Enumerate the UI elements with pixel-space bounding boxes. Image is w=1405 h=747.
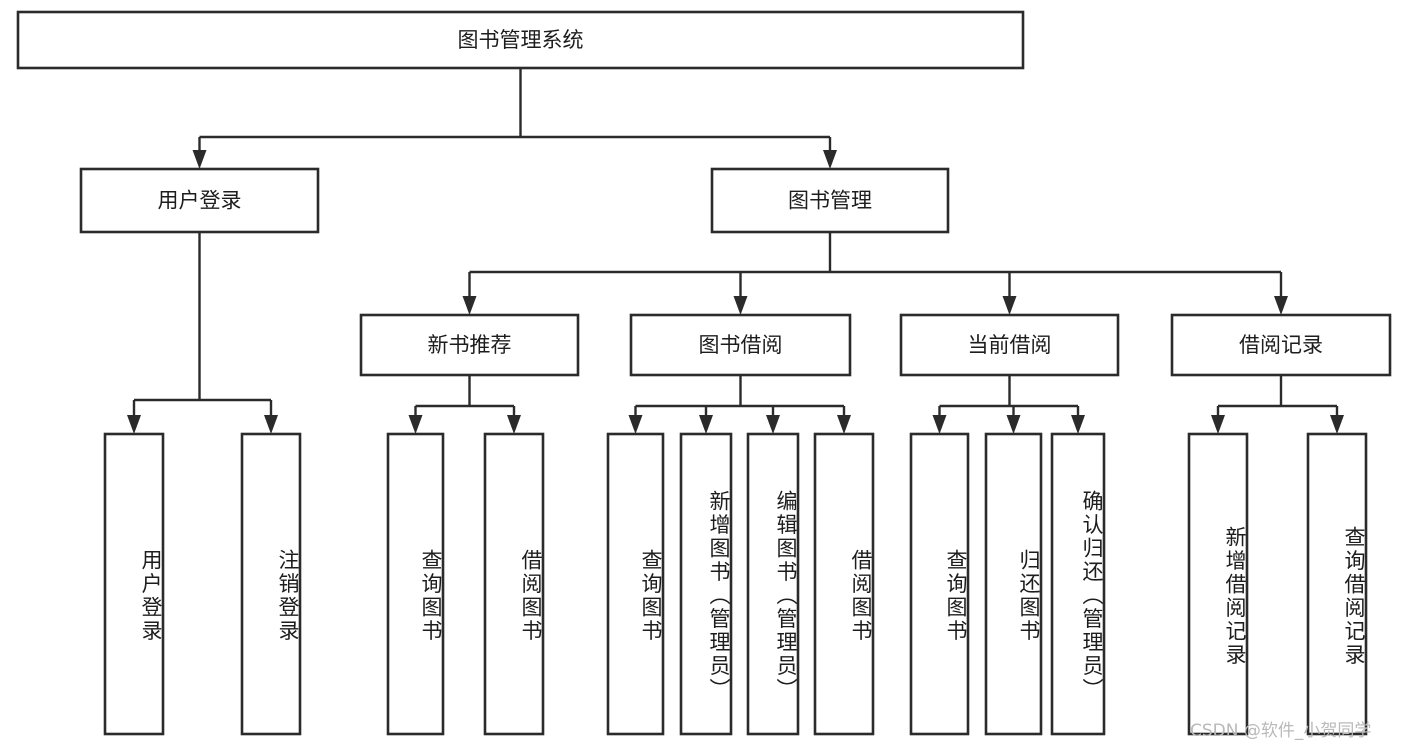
leaf-records-1[interactable] — [1306, 432, 1368, 736]
node-root-label: 图书管理系统 — [458, 28, 584, 52]
leaf-borrow-0[interactable] — [606, 432, 665, 736]
leaf-borrow-3[interactable] — [813, 432, 875, 736]
leaf-borrow-1[interactable] — [679, 432, 733, 736]
leaf-borrow-2[interactable] — [746, 432, 800, 736]
arrow-head-icon — [127, 415, 141, 434]
arrow-head-icon — [1274, 296, 1288, 315]
arrow-head-icon — [1002, 296, 1017, 315]
leaf-current-0[interactable] — [909, 432, 970, 736]
node-level3-label-1: 图书借阅 — [699, 333, 783, 357]
arrow-head-icon — [462, 296, 477, 315]
arrow-head-icon — [837, 415, 851, 434]
node-level2-0[interactable] — [79, 167, 320, 234]
arrow-head-icon — [1006, 415, 1021, 434]
arrow-head-icon — [733, 296, 748, 315]
arrow-head-icon — [766, 415, 780, 434]
node-level3-0[interactable] — [359, 313, 580, 377]
arrow-head-icon — [932, 415, 947, 434]
node-level2-label-1: 图书管理 — [788, 189, 872, 213]
arrow-head-icon — [823, 150, 837, 169]
node-boxes — [16, 10, 1392, 736]
node-level3-label-2: 当前借阅 — [968, 333, 1052, 357]
leaf-current-1[interactable] — [984, 432, 1043, 736]
node-level3-2[interactable] — [899, 313, 1120, 377]
leaf-new-book-1[interactable] — [483, 432, 545, 736]
leaf-user-login-1[interactable] — [240, 432, 302, 736]
node-level3-label-3: 借阅记录 — [1239, 333, 1323, 357]
arrow-head-icon — [699, 415, 713, 434]
arrow-head-icon — [408, 415, 423, 434]
connector-lines — [127, 68, 1344, 434]
leaf-records-0[interactable] — [1187, 432, 1249, 736]
node-level2-1[interactable] — [710, 167, 950, 234]
arrow-head-icon — [507, 415, 521, 434]
arrow-head-icon — [264, 415, 278, 434]
csdn-watermark: CSDN @软件_小贺同学 — [1190, 721, 1372, 741]
node-level2-label-0: 用户登录 — [158, 189, 242, 213]
leaf-current-2[interactable] — [1050, 432, 1106, 736]
leaf-new-book-0[interactable] — [386, 432, 445, 736]
arrow-head-icon — [1071, 415, 1085, 434]
arrow-head-icon — [1211, 415, 1225, 434]
node-root[interactable] — [16, 10, 1025, 70]
arrow-head-icon — [1330, 415, 1344, 434]
arrow-head-icon — [192, 150, 207, 169]
node-level3-label-0: 新书推荐 — [428, 333, 512, 357]
leaf-user-login-0[interactable] — [103, 432, 165, 736]
arrow-head-icon — [628, 415, 643, 434]
node-level3-1[interactable] — [629, 313, 852, 377]
node-level3-3[interactable] — [1170, 313, 1392, 377]
